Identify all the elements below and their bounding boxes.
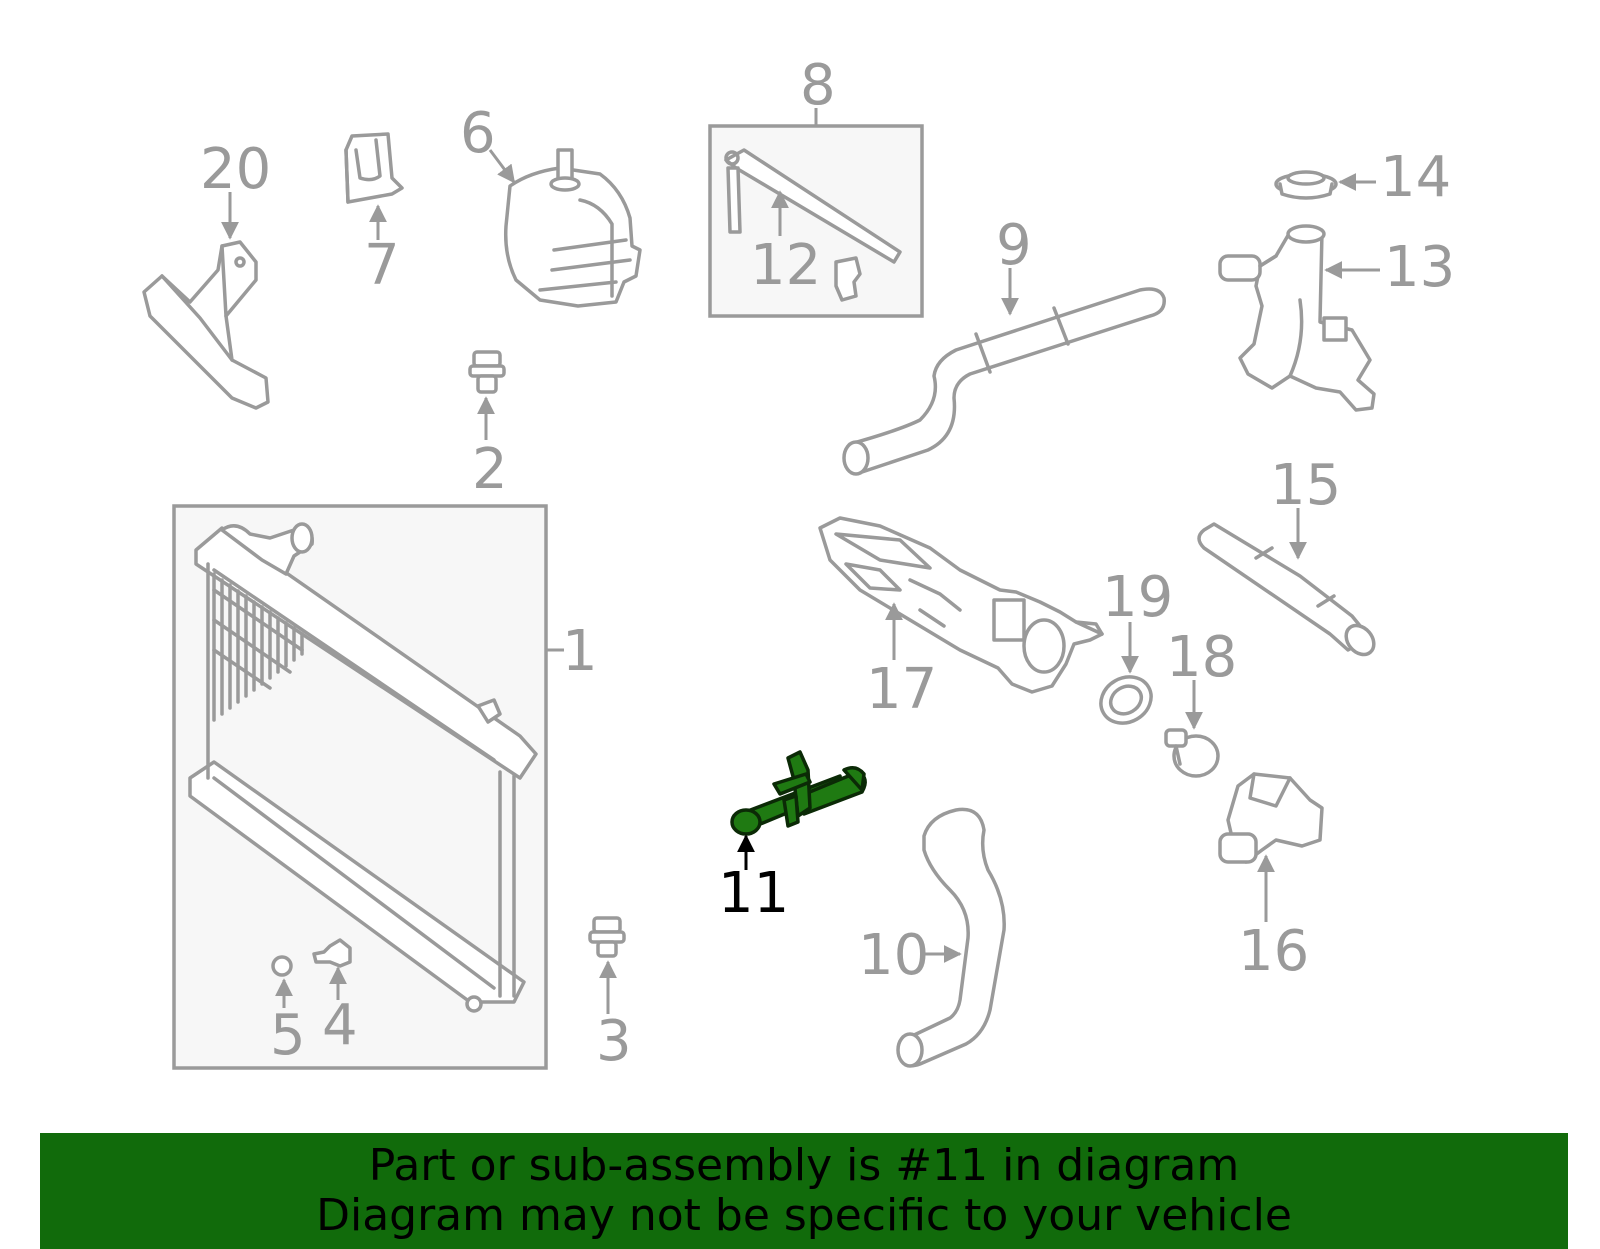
callout-2: 2 bbox=[472, 437, 508, 502]
callout-20: 20 bbox=[200, 137, 271, 202]
callout-17: 17 bbox=[866, 657, 937, 722]
part-18-thermostat[interactable] bbox=[1164, 728, 1220, 778]
part-16-water-inlet[interactable] bbox=[1218, 772, 1324, 864]
part-9-upper-radiator-hose[interactable] bbox=[842, 287, 1166, 476]
part-19-gasket[interactable] bbox=[1092, 668, 1159, 732]
part-6-reservoir-tank[interactable] bbox=[503, 148, 642, 308]
callout-12: 12 bbox=[750, 233, 821, 298]
part-20-bracket[interactable] bbox=[142, 240, 270, 410]
part-5-o-ring bbox=[271, 955, 293, 977]
callout-6: 6 bbox=[460, 101, 496, 166]
part-4-drain-cock bbox=[312, 938, 352, 968]
part-15-bypass-hose[interactable] bbox=[1197, 522, 1379, 660]
callout-1: 1 bbox=[562, 619, 598, 684]
callout-3: 3 bbox=[596, 1009, 632, 1074]
part-7-clip[interactable] bbox=[344, 132, 404, 204]
banner-line-disclaimer: Diagram may not be specific to your vehi… bbox=[316, 1190, 1292, 1241]
part-13-water-outlet-housing[interactable] bbox=[1218, 224, 1376, 412]
callout-8: 8 bbox=[800, 53, 836, 118]
callout-16: 16 bbox=[1238, 919, 1309, 984]
callout-14: 14 bbox=[1380, 145, 1451, 210]
callout-9: 9 bbox=[996, 213, 1032, 278]
part-2-drain-plug[interactable] bbox=[468, 350, 506, 394]
callout-7: 7 bbox=[364, 233, 400, 298]
banner-line-part: Part or sub-assembly is #11 in diagram bbox=[368, 1140, 1240, 1191]
callout-11: 11 bbox=[718, 861, 789, 926]
part-14-radiator-cap[interactable] bbox=[1274, 170, 1338, 200]
callout-10: 10 bbox=[858, 923, 929, 988]
callout-13: 13 bbox=[1384, 235, 1455, 300]
callout-5: 5 bbox=[270, 1003, 306, 1068]
part-10-lower-radiator-hose[interactable] bbox=[896, 807, 1006, 1068]
callout-4: 4 bbox=[322, 993, 358, 1058]
part-11-water-bypass-pipe[interactable] bbox=[730, 750, 867, 836]
part-3-drain-plug[interactable] bbox=[588, 916, 626, 958]
callout-18: 18 bbox=[1166, 625, 1237, 690]
info-banner: Part or sub-assembly is #11 in diagram D… bbox=[40, 1133, 1568, 1249]
callout-15: 15 bbox=[1270, 453, 1341, 518]
callout-19: 19 bbox=[1102, 565, 1173, 630]
part-1-radiator-assembly-box[interactable] bbox=[172, 504, 548, 1070]
part-17-water-inlet-housing[interactable] bbox=[818, 516, 1104, 694]
